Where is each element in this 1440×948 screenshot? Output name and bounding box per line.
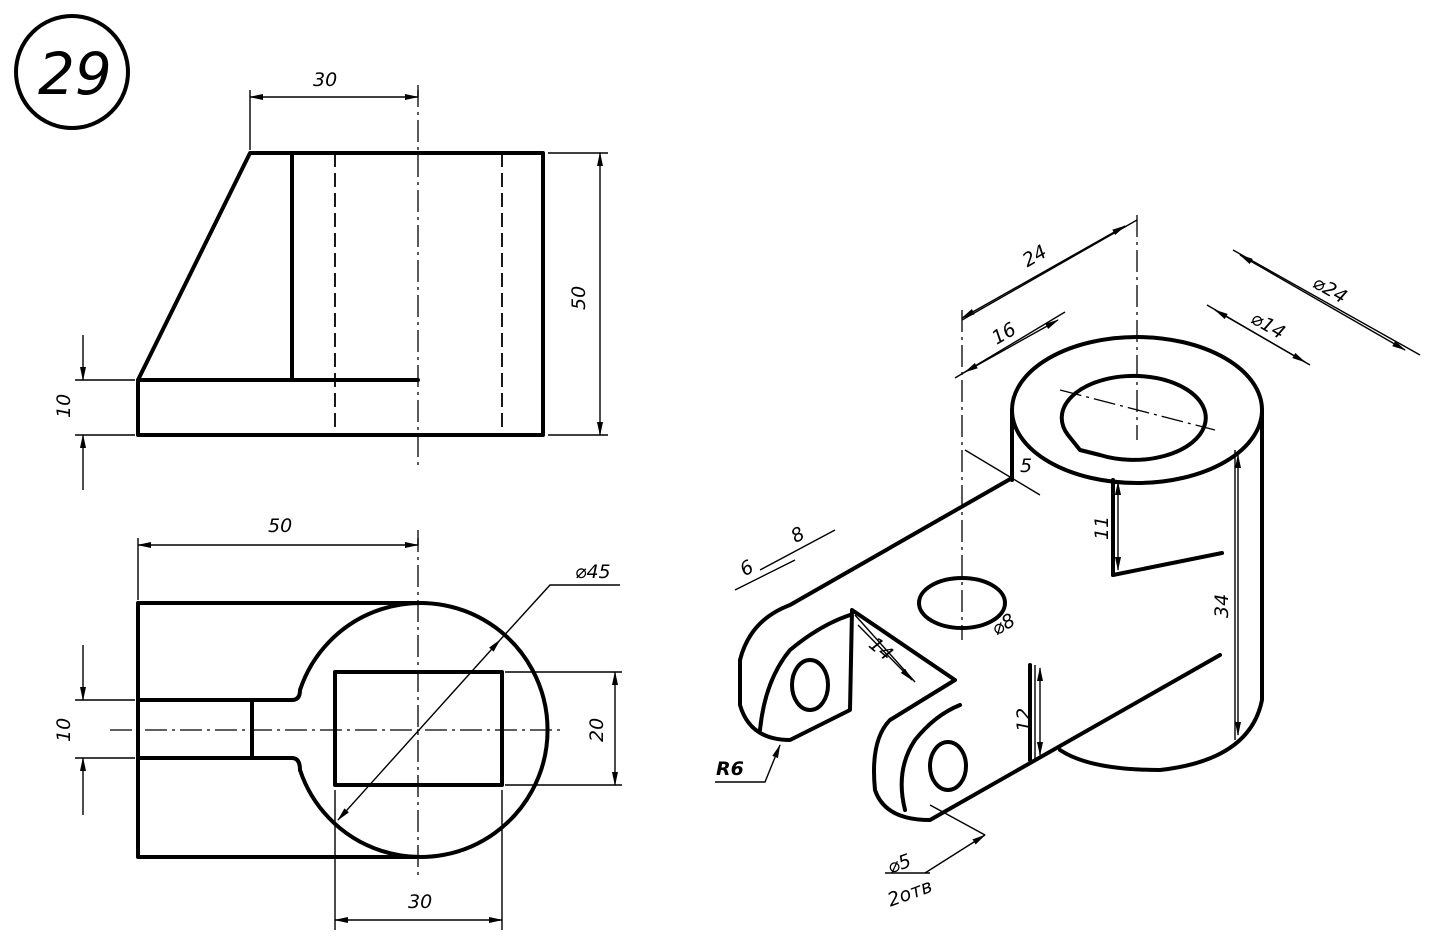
dim-dia-5: ⌀5 (885, 850, 915, 879)
dim-dia-8: ⌀8 (988, 609, 1019, 640)
hole-count-note: 2отв (885, 875, 936, 911)
sheet-number-badge: 29 (14, 14, 130, 130)
dim-30-front: 30 (313, 69, 337, 91)
dim-10-base: 10 (53, 394, 75, 418)
dim-dia-45: ⌀45 (575, 561, 611, 583)
dim-20: 20 (586, 718, 608, 742)
dim-dia-14: ⌀14 (1247, 307, 1289, 344)
dim-5: 5 (1020, 455, 1032, 477)
dim-50-length: 50 (268, 515, 292, 537)
dim-11: 11 (1091, 516, 1113, 540)
dim-24: 24 (1019, 241, 1051, 272)
dim-50-height: 50 (568, 286, 590, 310)
isometric-view: 24 ⌀24 16 ⌀14 5 11 34 ⌀8 14 8 6 12 R6 ⌀5… (715, 215, 1421, 912)
dim-radius-6: R6 (716, 758, 744, 780)
top-view: 50 ⌀45 20 10 30 (53, 515, 622, 930)
dim-34: 34 (1211, 594, 1233, 618)
dim-10-groove: 10 (53, 718, 75, 742)
dim-6: 6 (736, 556, 757, 581)
front-view: 30 50 10 (53, 69, 608, 490)
dim-30-slot: 30 (408, 891, 432, 913)
dim-dia-24: ⌀24 (1309, 271, 1351, 308)
dim-16: 16 (988, 318, 1020, 349)
sheet-number: 29 (38, 40, 112, 108)
dim-8: 8 (787, 523, 808, 548)
dim-12: 12 (1013, 708, 1035, 732)
